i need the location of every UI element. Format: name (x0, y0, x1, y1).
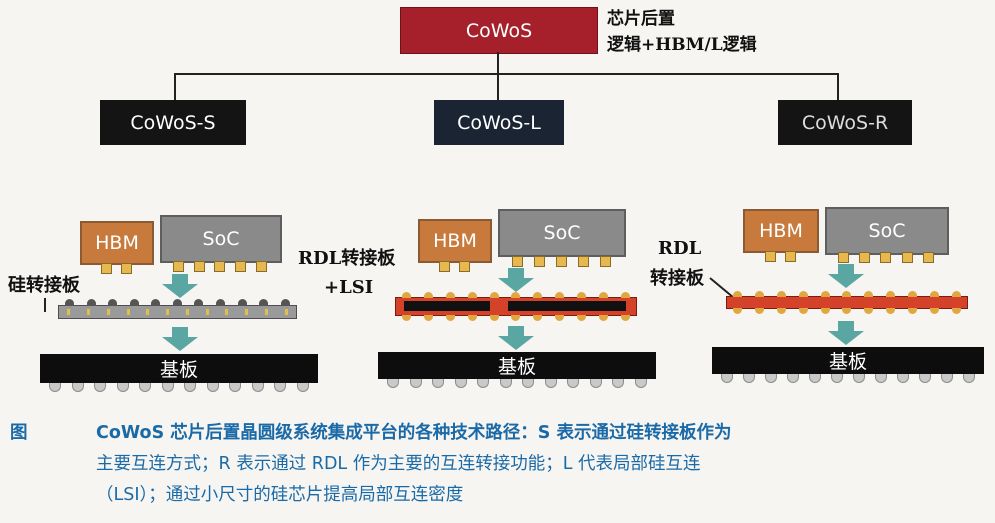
l-hbm-pads (434, 261, 474, 272)
l-rdl-interposer (395, 292, 637, 321)
cowos-root-label: CoWoS (465, 19, 533, 42)
r-substrate-label: 基板 (828, 351, 867, 373)
figure-caption-line3: （LSI）；通过小尺寸的硅芯片提高局部互连密度 (96, 485, 464, 505)
s-soc-label: SoC (202, 228, 240, 250)
figure-caption: CoWoS 芯片后置晶圆级系统集成平台的各种技术路径：S 表示通过硅转接板作为 … (96, 418, 986, 511)
r-arrow-down-2 (828, 321, 864, 345)
cowos-s-box: CoWoS-S (100, 100, 246, 145)
root-note-line2: 逻辑+HBM/L逻辑 (607, 35, 757, 55)
r-interposer-label: RDL 转接板 (650, 234, 704, 294)
cowos-l-label: CoWoS-L (457, 111, 541, 134)
l-interposer-label-line2: +LSI (324, 277, 374, 298)
r-label-leader (709, 277, 735, 299)
r-rdl-interposer (726, 291, 968, 314)
l-soc-chip: SoC (498, 209, 626, 257)
figure-caption-prefix: 图 (10, 423, 28, 443)
r-substrate-bumps (716, 374, 980, 383)
s-arrow-down-2 (162, 327, 198, 351)
tree-drop-l (497, 73, 499, 100)
r-hbm-label: HBM (759, 220, 803, 242)
l-lsi-bridge-right (508, 301, 626, 311)
l-soc-pads (506, 256, 616, 267)
s-soc-pads (168, 261, 272, 272)
r-soc-chip: SoC (825, 207, 949, 255)
r-soc-pads (833, 252, 939, 263)
tree-drop-r (837, 73, 839, 100)
l-substrate-label: 基板 (497, 356, 536, 378)
s-label-leader (44, 298, 46, 312)
figure-caption-line1: CoWoS 芯片后置晶圆级系统集成平台的各种技术路径：S 表示通过硅转接板作为 (96, 423, 732, 443)
s-arrow-down-1 (162, 274, 198, 298)
l-arrow-down-2 (498, 326, 534, 350)
s-hbm-chip: HBM (80, 221, 154, 265)
r-interposer-label-line1: RDL (658, 238, 702, 259)
r-hbm-pads (760, 251, 800, 262)
cowos-r-box: CoWoS-R (778, 100, 912, 145)
tree-stem (497, 52, 499, 74)
cowos-l-box: CoWoS-L (434, 100, 564, 145)
root-note: 芯片后置 逻辑+HBM/L逻辑 (607, 6, 757, 58)
root-note-line1: 芯片后置 (607, 9, 675, 29)
tree-drop-s (174, 73, 176, 100)
tree-crossbar (174, 73, 838, 75)
l-arrow-down-1 (498, 268, 534, 292)
s-substrate-label: 基板 (159, 359, 198, 381)
s-interposer-label: 硅转接板 (8, 275, 80, 296)
r-hbm-chip: HBM (743, 209, 819, 253)
l-hbm-chip: HBM (418, 219, 492, 263)
s-substrate: 基板 (40, 354, 318, 383)
figure-caption-line2: 主要互连方式；R 表示通过 RDL 作为主要的互连转接功能；L 代表局部硅互连 (96, 454, 701, 474)
l-substrate: 基板 (378, 352, 656, 379)
l-lsi-bridge-left (404, 301, 490, 311)
s-silicon-interposer (58, 299, 297, 319)
cowos-root-box: CoWoS (400, 7, 598, 54)
l-soc-label: SoC (543, 222, 581, 244)
s-hbm-label: HBM (95, 232, 139, 254)
l-interposer-label: RDL转接板 +LSI (298, 244, 395, 302)
l-hbm-label: HBM (433, 230, 477, 252)
r-arrow-down-1 (828, 264, 864, 288)
l-substrate-bumps (382, 379, 652, 388)
cowos-s-label: CoWoS-S (130, 111, 216, 134)
r-substrate: 基板 (712, 347, 984, 374)
r-interposer-label-line2: 转接板 (650, 268, 704, 289)
l-interposer-label-line1: RDL转接板 (298, 248, 396, 269)
cowos-r-label: CoWoS-R (801, 111, 889, 134)
r-soc-label: SoC (868, 220, 906, 242)
s-hbm-pads (96, 263, 136, 274)
s-soc-chip: SoC (160, 215, 282, 263)
s-substrate-bumps (44, 383, 314, 392)
